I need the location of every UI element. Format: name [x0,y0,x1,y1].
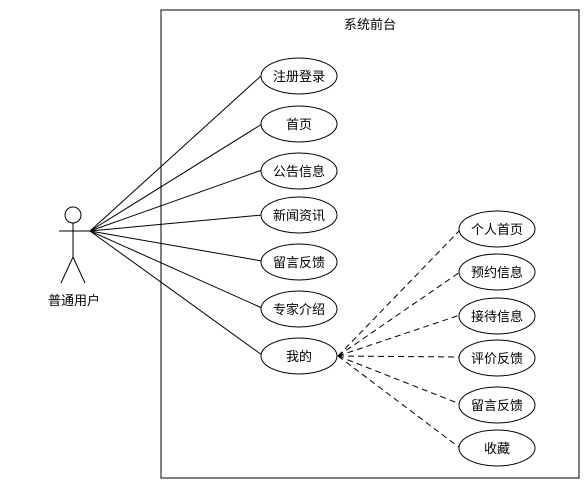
sub-use-case-favorites: 收藏 [458,429,536,467]
association-line [89,169,263,232]
use-case-label: 留言反馈 [273,256,325,271]
include-line [337,355,461,405]
include-line [337,271,461,357]
use-case-register-login: 注册登录 [260,57,338,95]
actor-head [64,206,82,224]
use-case-label: 首页 [286,118,312,133]
use-case-home: 首页 [260,105,338,143]
use-case-announcements: 公告信息 [260,152,338,190]
use-case-mine: 我的 [260,337,338,375]
sub-use-case-appointments: 预约信息 [458,253,536,291]
sub-use-case-reviews: 评价反馈 [458,339,536,377]
actor-label: 普通用户 [48,293,100,309]
actor-right-leg [72,256,86,284]
association-line [89,74,263,232]
sub-use-case-feedback: 留言反馈 [458,386,536,424]
use-case-label: 注册登录 [273,70,325,85]
use-case-label: 留言反馈 [471,399,523,414]
use-case-label: 公告信息 [273,164,325,180]
use-case-label: 评价反馈 [471,352,523,367]
use-case-news: 新闻资讯 [260,196,338,234]
use-case-label: 接待信息 [471,309,523,325]
include-line [337,314,461,357]
system-title: 系统前台 [344,17,396,33]
use-case-label: 新闻资讯 [273,208,325,224]
sub-use-case-personal-home: 个人首页 [458,210,536,248]
use-case-experts: 专家介绍 [260,290,338,328]
use-case-feedback: 留言反馈 [260,243,338,281]
association-lines [89,74,263,356]
use-case-label: 预约信息 [471,265,523,281]
include-lines [337,229,461,449]
use-case-label: 专家介绍 [273,302,325,318]
association-line [89,214,263,232]
use-case-label: 收藏 [484,442,510,457]
use-case-label: 我的 [286,349,312,365]
association-line [89,230,263,309]
association-line [89,123,263,232]
actor-left-leg [60,256,74,284]
include-line [337,355,461,449]
association-line [89,230,263,356]
sub-use-case-reception: 接待信息 [458,297,536,335]
association-line [89,230,263,262]
use-case-label: 个人首页 [471,223,523,238]
actor-figure [59,206,90,284]
include-line [337,355,461,358]
